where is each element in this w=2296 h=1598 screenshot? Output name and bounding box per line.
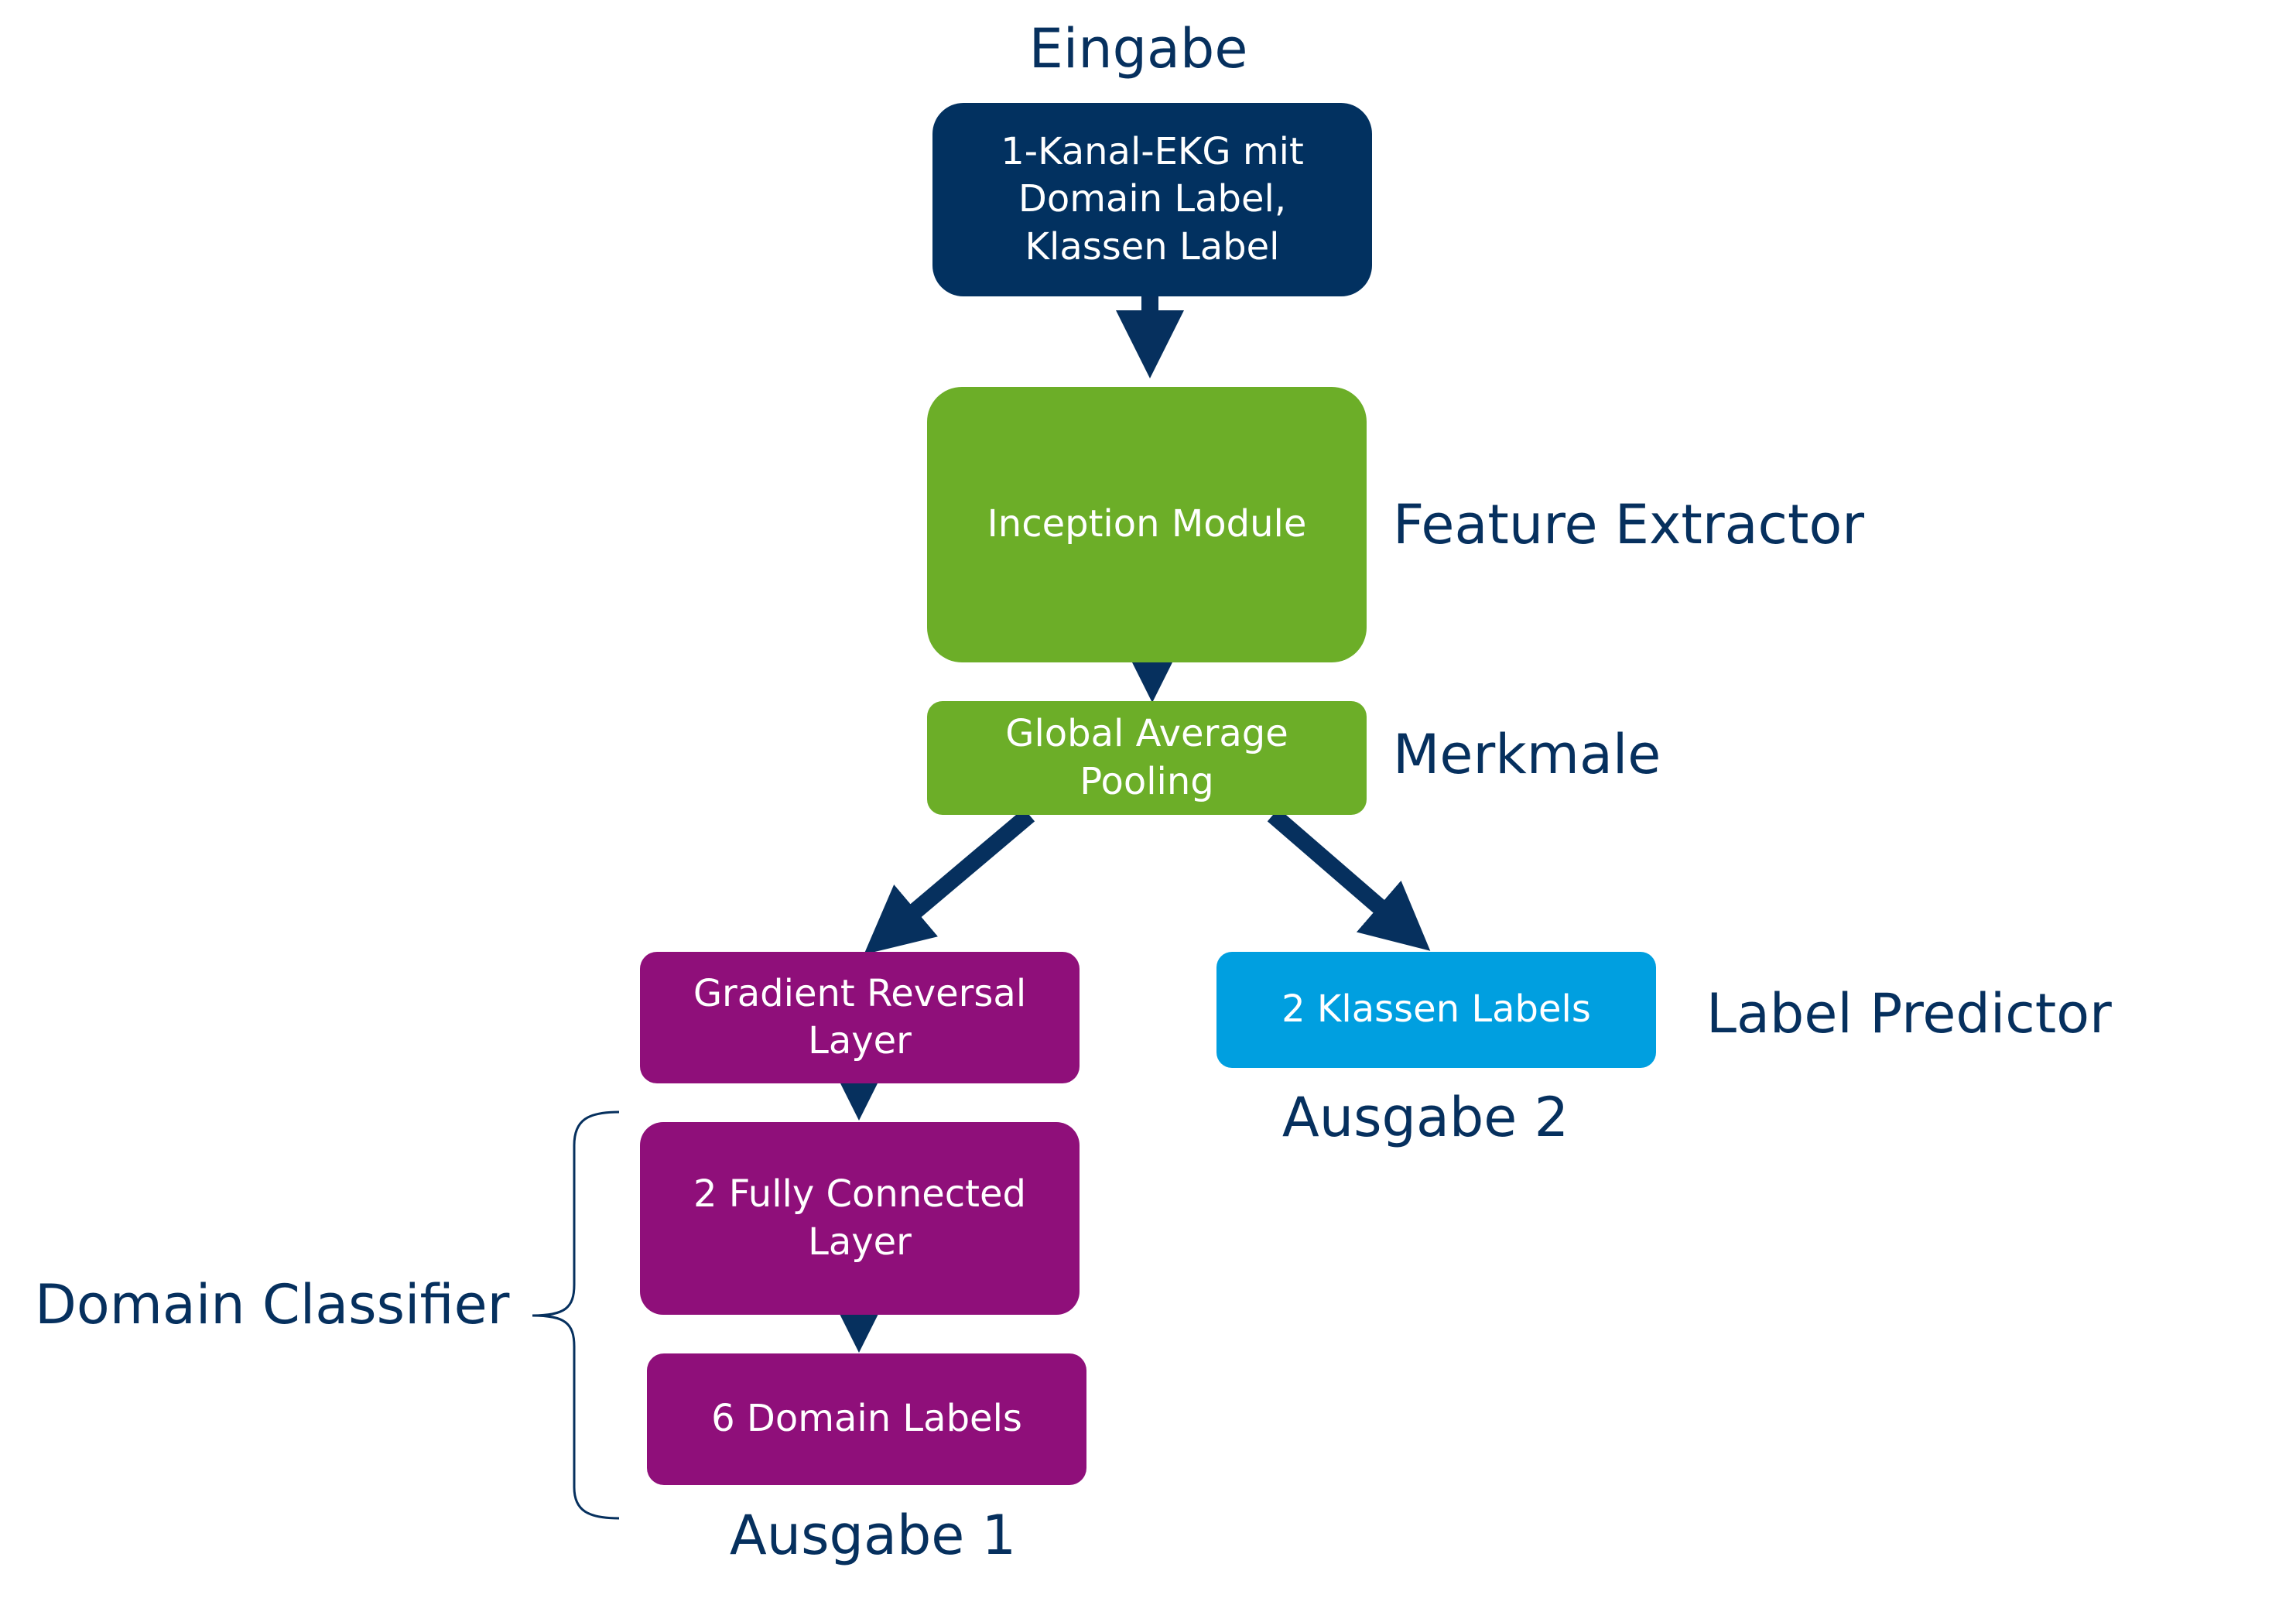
global-average-pooling-node: Global Average Pooling — [927, 701, 1367, 815]
arrow-gap-to-class-labels — [1267, 808, 1431, 951]
inception-module-node: Inception Module — [927, 387, 1367, 662]
fully-connected-layer-node: 2 Fully Connected Layer — [640, 1122, 1080, 1315]
output1-label: Ausgabe 1 — [729, 1504, 1017, 1567]
input-heading: Eingabe — [1028, 17, 1248, 80]
gradient-reversal-layer-node: Gradient Reversal Layer — [640, 952, 1080, 1083]
feature-extractor-label: Feature Extractor — [1393, 493, 1865, 556]
output2-label: Ausgabe 2 — [1281, 1086, 1569, 1149]
arrow-gap-to-grl — [864, 808, 1035, 955]
class-labels-node: 2 Klassen Labels — [1216, 952, 1656, 1068]
features-label: Merkmale — [1393, 723, 1661, 786]
input-node: 1-Kanal-EKG mit Domain Label, Klassen La… — [932, 103, 1372, 296]
domain-classifier-brace — [532, 1110, 620, 1520]
domain-labels-node: 6 Domain Labels — [647, 1353, 1086, 1485]
label-predictor-label: Label Predictor — [1706, 982, 2112, 1045]
domain-classifier-label: Domain Classifier — [35, 1273, 510, 1336]
